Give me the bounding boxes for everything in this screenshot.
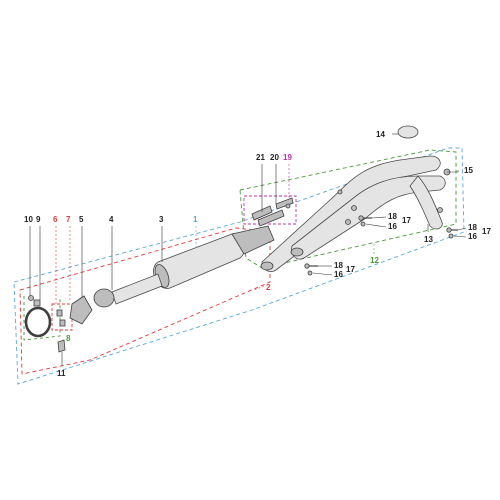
- callout-18-lower: 18: [334, 261, 343, 270]
- gasket-ring: [397, 125, 419, 139]
- mid-pipe: [93, 273, 163, 308]
- bolt-set-right: [446, 227, 458, 239]
- callout-7: 7: [66, 215, 71, 224]
- callout-16-upper: 16: [388, 222, 397, 231]
- callout-19: 19: [283, 153, 292, 162]
- header-pipe-assembly: [260, 155, 446, 272]
- callout-12: 12: [370, 256, 379, 265]
- callout-8: 8: [66, 334, 71, 343]
- callout-13: 13: [424, 235, 433, 244]
- callout-11: 11: [57, 369, 66, 378]
- group-outline-8: [23, 296, 61, 341]
- callout-1: 1: [193, 215, 198, 224]
- callout-20: 20: [270, 153, 279, 162]
- group-outline-2: [19, 227, 271, 375]
- callout-16-right: 16: [468, 232, 477, 241]
- callout-5: 5: [79, 215, 84, 224]
- group-outline-19: [243, 195, 297, 225]
- callout-3: 3: [159, 215, 164, 224]
- washer-10: [28, 295, 34, 301]
- end-cap: [69, 295, 93, 325]
- callout-4: 4: [109, 215, 114, 224]
- callout-17-upper: 17: [402, 216, 411, 225]
- leader-lines: [29, 133, 459, 366]
- bolt-11: [57, 339, 66, 353]
- callout-6: 6: [53, 215, 58, 224]
- callout-18-right: 18: [468, 223, 477, 232]
- callout-21: 21: [256, 153, 265, 162]
- muffler-body: [153, 225, 275, 289]
- bolt-set-lower: [304, 263, 318, 276]
- group-outline-1: [13, 147, 465, 385]
- bolt-set-upper: [358, 215, 372, 227]
- callout-15: 15: [464, 166, 473, 175]
- callout-17-lower: 17: [346, 265, 355, 274]
- callout-14: 14: [376, 130, 385, 139]
- spring-parts: [251, 197, 294, 227]
- small-part-6: [56, 309, 66, 327]
- callout-2: 2: [266, 283, 271, 292]
- callout-9: 9: [36, 215, 41, 224]
- callout-10: 10: [24, 215, 33, 224]
- callout-16-lower: 16: [334, 270, 343, 279]
- callout-17-right: 17: [482, 227, 491, 236]
- callout-18-upper: 18: [388, 212, 397, 221]
- clamp: [24, 299, 52, 338]
